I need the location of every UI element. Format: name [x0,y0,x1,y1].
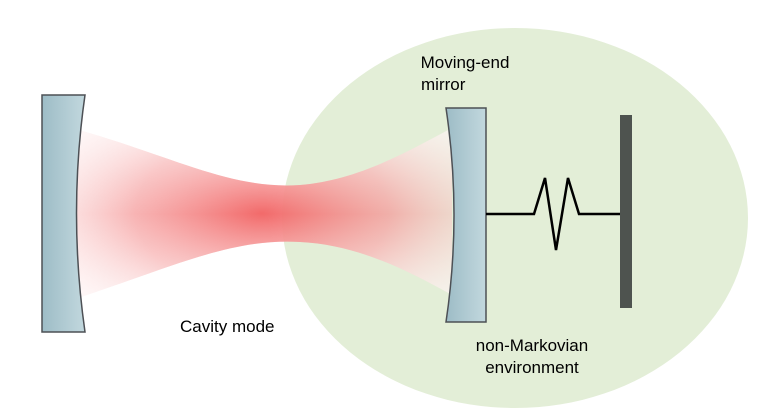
moving-end-mirror-label: Moving-end mirror [405,52,525,96]
fixed-mirror [41,94,86,333]
fixed-wall [620,115,632,308]
mirror-label-line2: mirror [421,75,466,94]
spring [486,177,621,251]
moving-end-mirror [445,107,487,323]
environment-label-line2: environment [485,358,579,377]
mirror-label-line1: Moving-end [420,53,510,72]
cavity-beam-soft-edge [72,128,452,300]
environment-label: non-Markovian environment [452,335,612,379]
environment-label-line1: non-Markovian [475,336,589,355]
cavity-mode-label: Cavity mode [180,317,275,336]
